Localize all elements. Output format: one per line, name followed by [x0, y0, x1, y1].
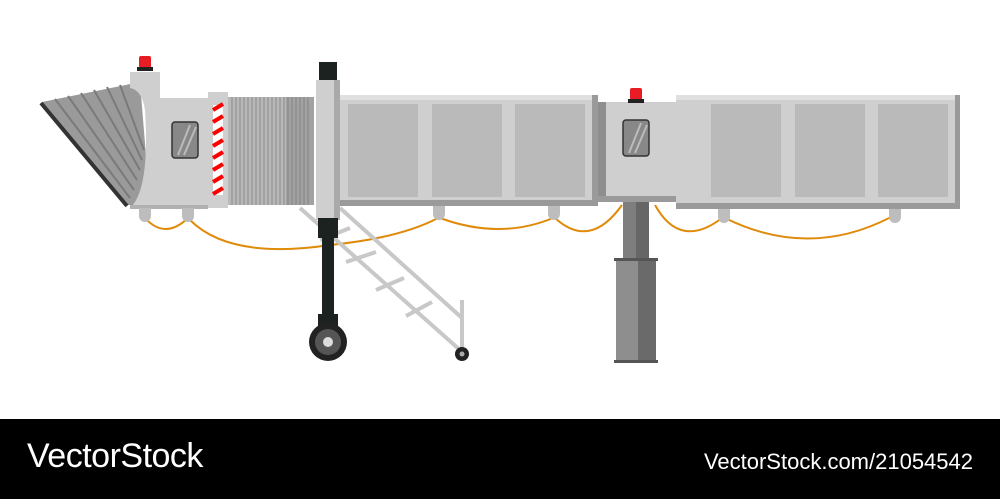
- canopy-bellows: [39, 82, 150, 208]
- image-url-text: VectorStock.com/21054542: [703, 449, 973, 474]
- watermark-bar: [0, 419, 1000, 499]
- jet-bridge-illustration: [39, 56, 960, 363]
- cables: [144, 204, 894, 251]
- brand-logo-text: VectorStock: [27, 437, 203, 475]
